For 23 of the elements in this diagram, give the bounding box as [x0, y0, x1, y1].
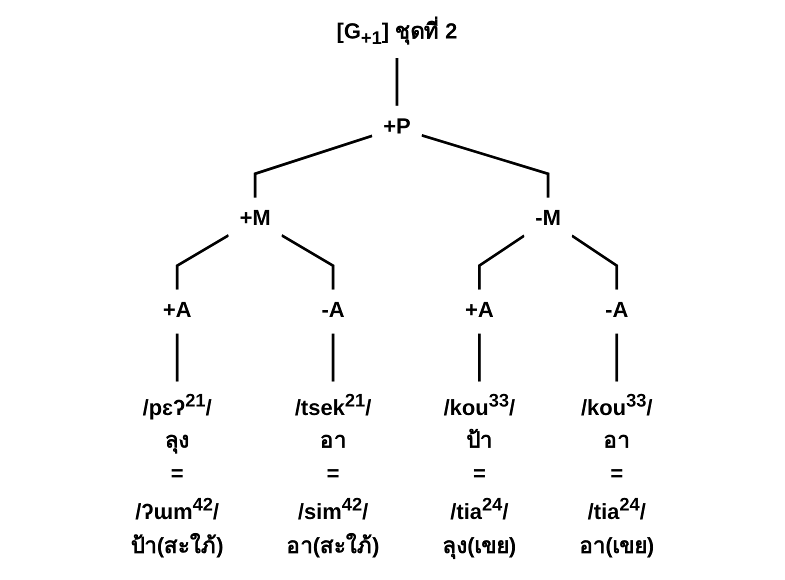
- connector: [280, 234, 334, 290]
- node-text: -A: [605, 299, 628, 323]
- node-text: /tsek$^{21}$/ อา = /sim$^{42}$/ อา(สะใภ้): [286, 390, 380, 558]
- connector: [478, 234, 526, 290]
- connector: [176, 334, 179, 382]
- node-text: -M: [535, 207, 561, 231]
- connector: [615, 334, 618, 382]
- node-text: [G$_{+1}$] ชุดที่ 2: [336, 20, 458, 48]
- node-text: +M: [240, 207, 271, 231]
- node-text: /pɛʔ$^{21}$/ ลุง = /ʔɯm$^{42}$/ ป้า(สะใภ้): [130, 390, 224, 558]
- node-text: +P: [383, 115, 411, 139]
- node-text: -A: [321, 299, 345, 323]
- node-text: /kou$^{33}$/ อา = /tia$^{24}$/ อา(เขย): [579, 390, 654, 558]
- connector: [332, 334, 334, 382]
- connector: [421, 134, 550, 198]
- connector: [176, 234, 230, 290]
- connector: [396, 58, 398, 106]
- connector: [571, 234, 618, 290]
- node-text: +A: [162, 299, 192, 323]
- node-text: /kou$^{33}$/ ป้า = /tia$^{24}$/ ลุง(เขย): [442, 390, 516, 558]
- node-text: +A: [465, 299, 494, 323]
- connector: [478, 334, 481, 382]
- connector: [254, 134, 373, 198]
